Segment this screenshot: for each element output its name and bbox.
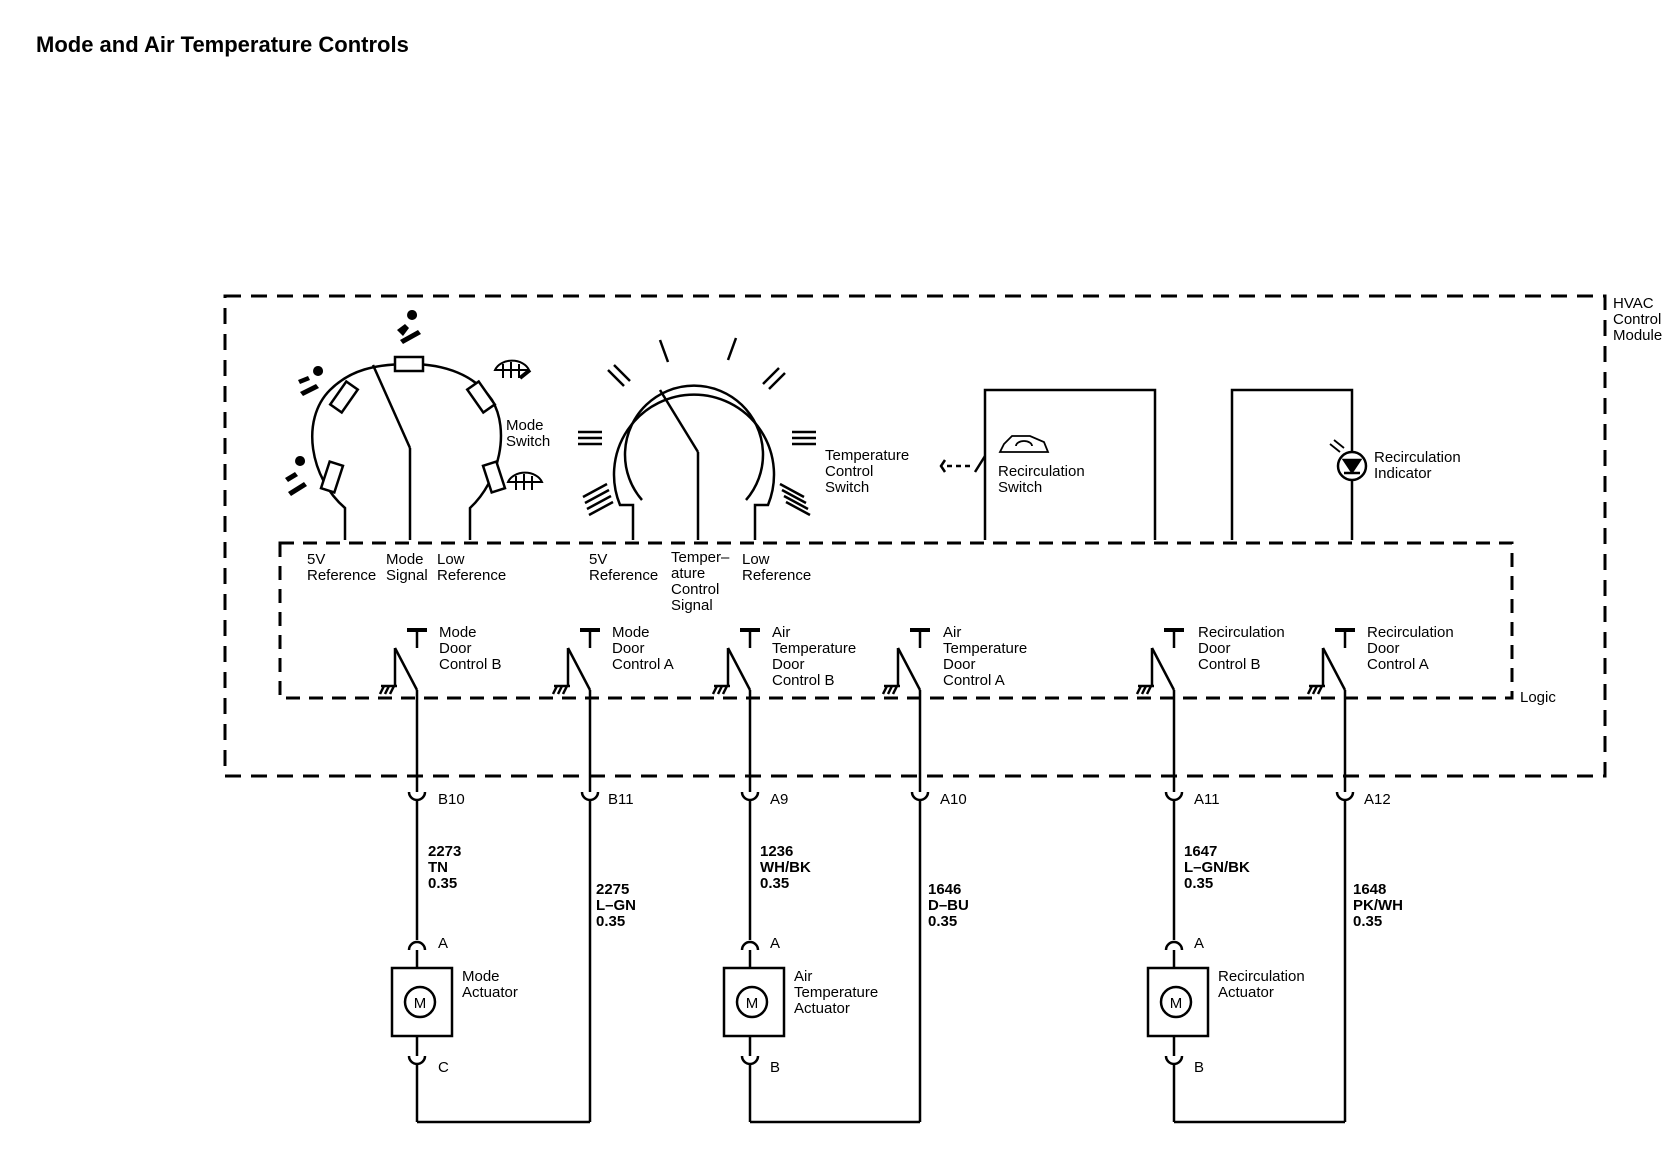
floor-defrost-icon bbox=[493, 359, 532, 380]
logic-label: Logic bbox=[1520, 689, 1556, 706]
temp-circuit-label-5v: 5V Reference bbox=[589, 551, 658, 584]
pin-a9: A9 bbox=[770, 791, 788, 808]
recirculation-actuator bbox=[1146, 940, 1345, 1124]
recirculation-actuator-pin-a: A bbox=[1194, 935, 1204, 952]
recirculation-switch-label: Recirculation Switch bbox=[998, 463, 1089, 496]
wire-2275: 2275 L–GN 0.35 bbox=[596, 881, 640, 930]
air-temperature-actuator-motor: M bbox=[746, 995, 759, 1012]
recirculation-indicator bbox=[1230, 388, 1368, 540]
wire-1648: 1648 PK/WH 0.35 bbox=[1353, 881, 1407, 930]
driver-mode-a bbox=[551, 628, 600, 792]
mode-actuator-pin-a: A bbox=[438, 935, 448, 952]
wire-1646: 1646 D–BU 0.35 bbox=[928, 881, 973, 930]
driver-air-temp-b bbox=[711, 628, 760, 792]
temp-circuit-label-signal: Temper– ature Control Signal bbox=[671, 549, 734, 614]
air-temperature-actuator bbox=[722, 940, 920, 1124]
driver-recirc-a-label: Recirculation Door Control A bbox=[1367, 624, 1458, 673]
defrost-icon bbox=[506, 471, 544, 490]
recirculation-actuator-motor: M bbox=[1170, 995, 1183, 1012]
driver-mode-b bbox=[378, 628, 427, 792]
logic-boundary bbox=[278, 541, 1514, 700]
recirculation-actuator-pin-b: B bbox=[1194, 1059, 1204, 1076]
driver-mode-a-label: Mode Door Control A bbox=[612, 624, 674, 673]
pin-a11: A11 bbox=[1194, 791, 1220, 808]
mode-actuator-motor: M bbox=[414, 995, 427, 1012]
mode-switch bbox=[311, 355, 507, 540]
driver-recirc-b bbox=[1135, 628, 1184, 792]
air-temperature-actuator-pin-a: A bbox=[770, 935, 780, 952]
recirculation-indicator-label: Recirculation Indicator bbox=[1374, 449, 1465, 482]
pin-b10: B10 bbox=[438, 791, 465, 808]
driver-mode-b-label: Mode Door Control B bbox=[439, 624, 502, 673]
panel-vent-icon bbox=[397, 310, 421, 344]
module-label: HVAC Control Module bbox=[1613, 295, 1666, 344]
hvac-module-boundary bbox=[223, 294, 1607, 778]
mode-circuit-label-5v: 5V Reference bbox=[307, 551, 376, 584]
floor-icon bbox=[285, 456, 307, 496]
recirculation-switch bbox=[939, 388, 1157, 540]
module-connectors bbox=[407, 791, 1355, 1122]
temperature-switch-label: Temperature Control Switch bbox=[825, 447, 913, 496]
driver-air-temp-b-label: Air Temperature Door Control B bbox=[772, 624, 860, 689]
bi-level-icon bbox=[298, 366, 324, 396]
pin-a12: A12 bbox=[1364, 791, 1391, 808]
mode-switch-label: Mode Switch bbox=[506, 417, 550, 450]
recirculation-actuator-label: Recirculation Actuator bbox=[1218, 968, 1309, 1001]
driver-recirc-b-label: Recirculation Door Control B bbox=[1198, 624, 1289, 673]
wire-1647: 1647 L–GN/BK 0.35 bbox=[1184, 843, 1254, 892]
wire-2273: 2273 TN 0.35 bbox=[428, 843, 466, 892]
driver-recirc-a bbox=[1306, 628, 1355, 792]
wire-1236: 1236 WH/BK 0.35 bbox=[760, 843, 815, 892]
recirculation-icon bbox=[998, 435, 1050, 453]
air-temperature-actuator-pin-b: B bbox=[770, 1059, 780, 1076]
temp-circuit-label-low: Low Reference bbox=[742, 551, 811, 584]
mode-circuit-label-signal: Mode Signal bbox=[386, 551, 428, 584]
page-title: Mode and Air Temperature Controls bbox=[36, 32, 409, 57]
mode-actuator bbox=[390, 940, 590, 1124]
driver-air-temp-a-label: Air Temperature Door Control A bbox=[943, 624, 1031, 689]
temperature-scale-marks bbox=[578, 337, 816, 517]
mode-actuator-pin-c: C bbox=[438, 1059, 449, 1076]
mode-circuit-label-low: Low Reference bbox=[437, 551, 506, 584]
mode-actuator-label: Mode Actuator bbox=[462, 968, 518, 1001]
pin-a10: A10 bbox=[940, 791, 967, 808]
temperature-switch bbox=[612, 384, 776, 540]
air-temperature-actuator-label: Air Temperature Actuator bbox=[794, 968, 882, 1017]
driver-air-temp-a bbox=[881, 628, 930, 792]
pin-b11: B11 bbox=[608, 791, 634, 808]
